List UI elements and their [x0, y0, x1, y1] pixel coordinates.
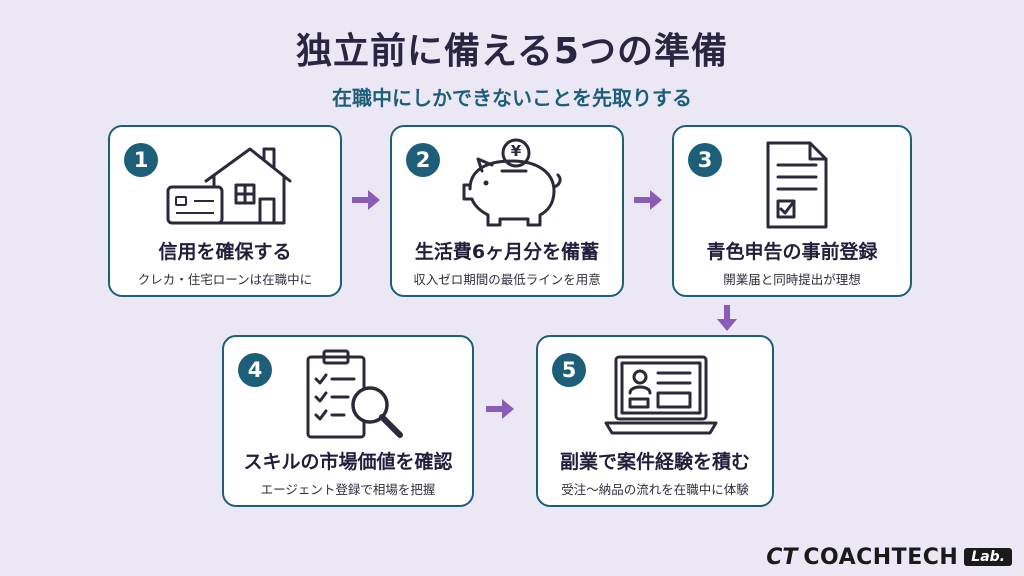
arrow-right-icon [486, 399, 514, 419]
logo-badge: Lab. [964, 548, 1012, 566]
brand-logo: CT COACHTECH Lab. [766, 544, 1012, 570]
step-card-3: 3 青色申告の事前登録 開業届と同時提出が理想 [672, 125, 912, 297]
step-card-2: 2 ¥ 生活費6ヶ月分を備蓄 収入ゼロ期間の最低ラインを用意 [390, 125, 624, 297]
step-description: エージェント登録で相場を把握 [260, 482, 436, 497]
step-card-5: 5 副業で案件経験を積む 受注〜納品の流れを在職中に体験 [536, 335, 774, 507]
piggy-bank-yen-icon [462, 138, 562, 227]
step-title: 副業で案件経験を積む [559, 451, 750, 473]
arrow-right-icon [352, 190, 380, 210]
step-title: スキルの市場価値を確認 [243, 451, 453, 473]
step-card-1: 1 信用を確保する クレカ・住宅ローンは在職中に [108, 125, 342, 297]
step-title: 生活費6ヶ月分を備蓄 [414, 241, 600, 263]
laptop-profile-icon [604, 355, 718, 435]
step-description: クレカ・住宅ローンは在職中に [137, 272, 313, 287]
clipboard-magnifier-icon [306, 349, 403, 439]
step-number-badge: 5 [552, 353, 586, 387]
logo-name: COACHTECH [803, 544, 959, 570]
arrow-right-icon [634, 190, 662, 210]
yen-coin-label: ¥ [510, 142, 522, 160]
step-number-badge: 1 [124, 143, 158, 177]
page-title: 独立前に備える5つの準備 [296, 31, 728, 72]
step-number-badge: 4 [238, 353, 272, 387]
document-checkbox-icon [766, 141, 828, 229]
step-description: 受注〜納品の流れを在職中に体験 [561, 482, 749, 497]
step-description: 収入ゼロ期間の最低ラインを用意 [413, 272, 601, 287]
arrow-down-icon [717, 305, 737, 331]
step-title: 青色申告の事前登録 [706, 241, 878, 263]
step-title: 信用を確保する [158, 241, 292, 263]
step-number-badge: 2 [406, 143, 440, 177]
logo-mark: CT [766, 544, 798, 570]
page-subtitle: 在職中にしかできないことを先取りする [332, 86, 692, 110]
step-card-4: 4 スキルの市場価値を確認 エージェント登録で相場を把握 [222, 335, 474, 507]
step-description: 開業届と同時提出が理想 [723, 272, 861, 287]
step-number-badge: 3 [688, 143, 722, 177]
house-credit-card-icon [166, 147, 292, 225]
